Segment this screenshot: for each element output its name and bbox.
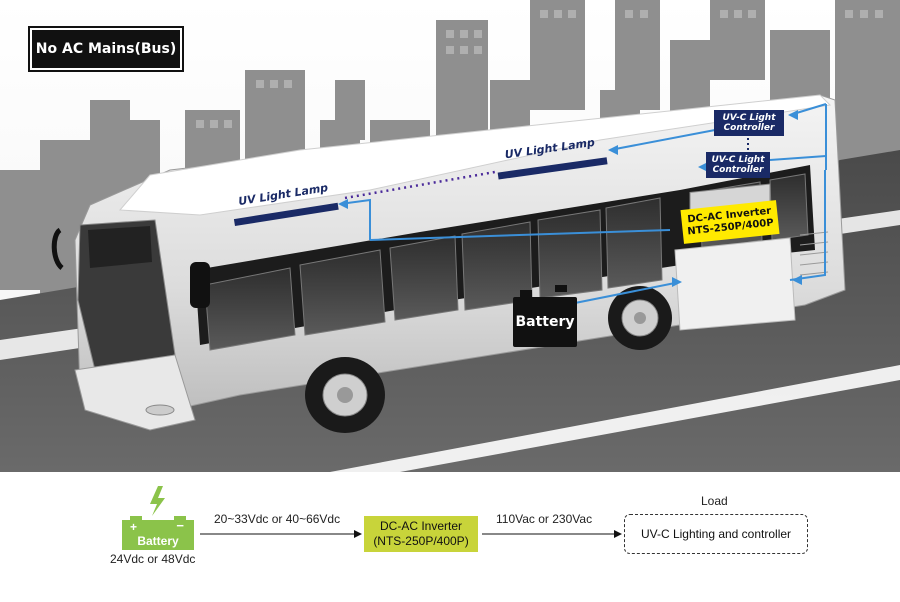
controller-top-line1: UV-C Light [722,113,776,123]
controller-mid-line1: UV-C Light [711,155,765,165]
load-text: UV-C Lighting and controller [640,527,792,541]
inverter-box-line2: (NTS-250P/400P) [373,534,469,548]
uv-controller-label-mid: UV-C Light Controller [706,152,770,178]
battery-plus: + [130,520,138,534]
inverter-box-line1: DC-AC Inverter [379,519,462,533]
dc-input-range: 20~33Vdc or 40~66Vdc [214,512,341,526]
inverter-box: DC-AC Inverter (NTS-250P/400P) [364,516,478,552]
bus-scene: No AC Mains(Bus) UV Light Lamp UV Light … [0,0,900,472]
battery-voltage: 24Vdc or 48Vdc [110,552,196,566]
arrow-right-icon [354,530,362,538]
controller-top-line2: Controller [723,123,775,133]
ac-output: 110Vac or 230Vac [496,512,593,526]
arrow-right-icon-2 [614,530,622,538]
uv-controller-label-top: UV-C Light Controller [714,110,784,136]
battery-minus: − [176,518,184,533]
bus-body [51,94,846,433]
flow-arrows [130,486,622,538]
lightning-icon [150,486,165,516]
load-title: Load [701,494,728,508]
battery-flow-label: Battery [137,534,179,548]
bus-battery-icon [520,285,567,297]
battery-icon: + − Battery [122,518,194,550]
bus-battery-label: Battery [513,297,577,347]
no-ac-mains-tag: No AC Mains(Bus) [28,26,184,72]
load-box: UV-C Lighting and controller [624,514,808,554]
bus-illustration [0,0,900,472]
controller-mid-line2: Controller [712,165,764,175]
